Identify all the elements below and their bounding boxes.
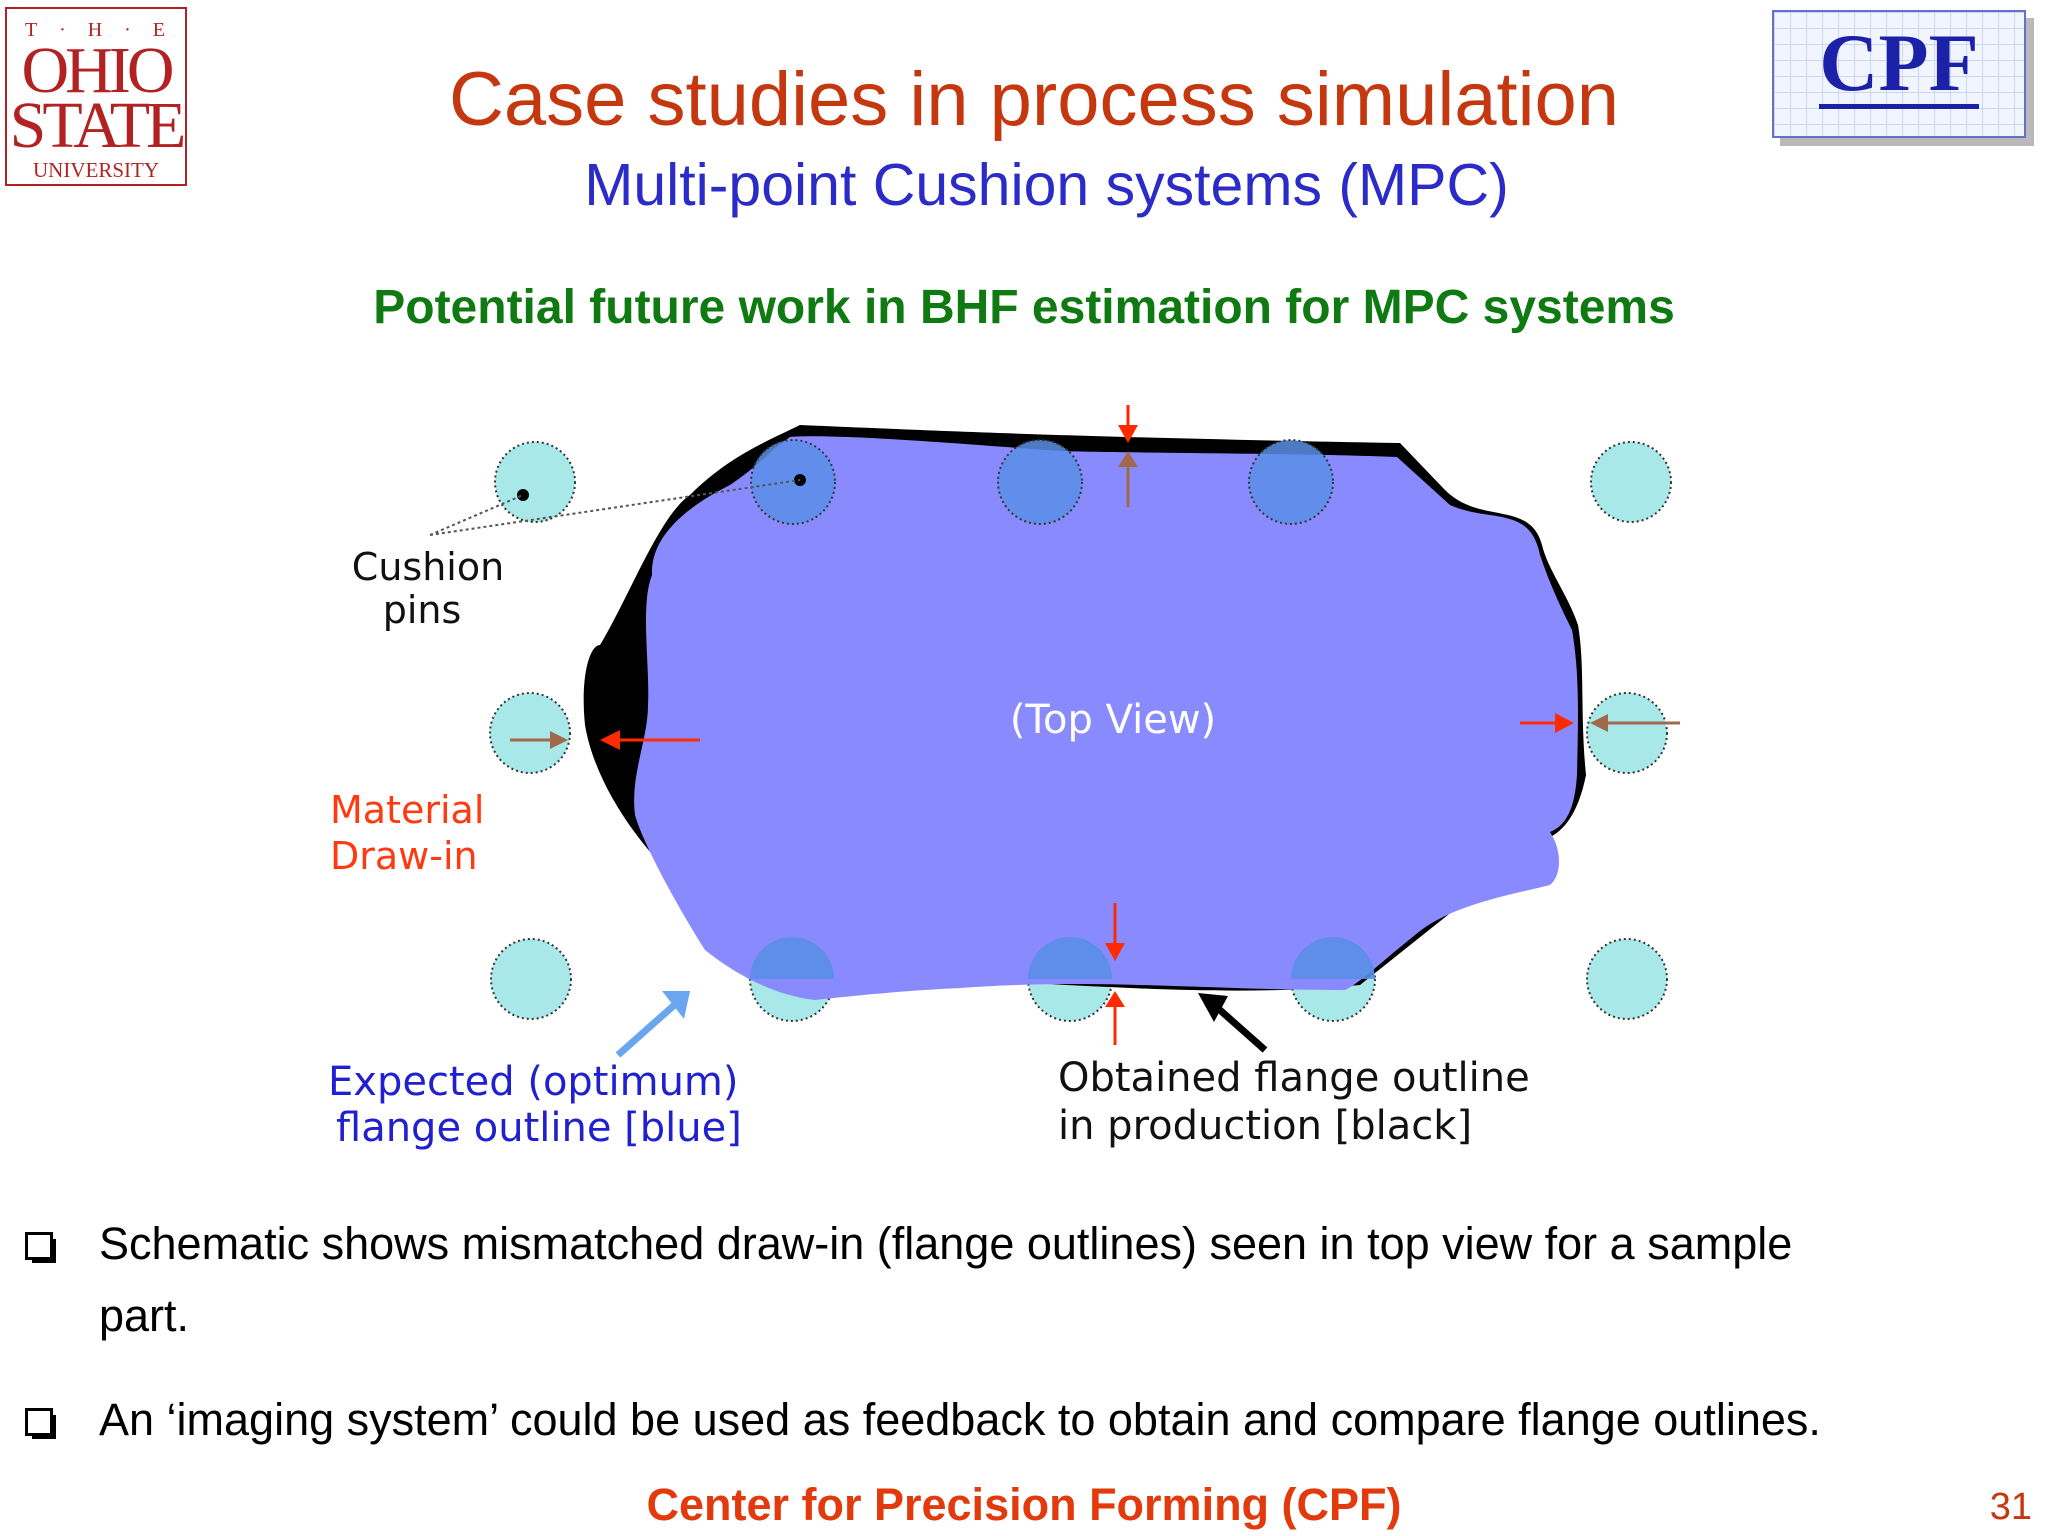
- cushion-pins-label-line1: Cushion: [352, 545, 504, 589]
- osu-logo-university: UNIVERSITY: [33, 158, 159, 182]
- cpf-logo-text: CPF: [1819, 17, 1979, 109]
- material-drawin-label-line2: Draw-in: [330, 834, 478, 878]
- ohio-state-logo: T· H· E OHIO STATE UNIVERSITY: [5, 7, 187, 186]
- cushion-pin: [494, 441, 576, 523]
- cushion-pin: [489, 692, 571, 774]
- checkbox-bullet-icon: [25, 1232, 56, 1263]
- section-heading: Potential future work in BHF estimation …: [373, 281, 1675, 334]
- flange-outline-diagram: (Top View) Cushion pins Material Draw-in…: [328, 405, 1680, 1151]
- cushion-pin-partial: [1028, 937, 1112, 979]
- cushion-pins-label-line2: pins: [383, 588, 462, 632]
- cushion-pin-partial: [1291, 937, 1375, 979]
- draw-in-arrows: [510, 405, 1680, 1058]
- cushion-pin: [1248, 439, 1334, 525]
- material-drawin-label-line1: Material: [330, 788, 484, 832]
- osu-logo-the: T· H· E: [25, 19, 167, 41]
- cushion-pin: [1586, 938, 1668, 1020]
- expected-outline-label-line1: Expected (optimum): [328, 1059, 739, 1105]
- slide-subtitle: Multi-point Cushion systems (MPC): [584, 152, 1509, 218]
- obtained-outline-label-line2: in production [black]: [1058, 1103, 1472, 1149]
- page-number: 31: [1989, 1486, 2032, 1528]
- expected-outline-label-line2: flange outline [blue]: [336, 1105, 742, 1151]
- cushion-pins-overlap: [750, 439, 1375, 979]
- bullet-item: An ‘imaging system’ could be used as fee…: [25, 1384, 2015, 1464]
- obtained-outline-label-line1: Obtained flange outline: [1058, 1055, 1530, 1101]
- expected-flange-outline: [634, 436, 1578, 1001]
- bullet-text: An ‘imaging system’ could be used as fee…: [99, 1394, 1821, 1445]
- top-view-label: (Top View): [1010, 697, 1216, 743]
- cpf-logo: CPF: [1772, 10, 2026, 138]
- bullet-item: Schematic shows mismatched draw-in (flan…: [25, 1208, 1985, 1358]
- cushion-pin: [1586, 692, 1668, 774]
- bullet-text-line: part.: [99, 1290, 190, 1341]
- osu-logo-state: STATE: [9, 89, 187, 162]
- footer-text: Center for Precision Forming (CPF): [646, 1479, 1402, 1530]
- cushion-pin: [997, 439, 1083, 525]
- slide-title: Case studies in process simulation: [448, 57, 1620, 142]
- cushion-pin: [1590, 441, 1672, 523]
- cushion-pin: [490, 938, 572, 1020]
- checkbox-bullet-icon: [25, 1408, 56, 1439]
- cushion-pin-leaders: [429, 474, 806, 536]
- bullet-text-line: Schematic shows mismatched draw-in (flan…: [99, 1218, 1793, 1269]
- cushion-pin-partial: [750, 937, 834, 979]
- osu-logo-ohio: OHIO: [21, 34, 175, 107]
